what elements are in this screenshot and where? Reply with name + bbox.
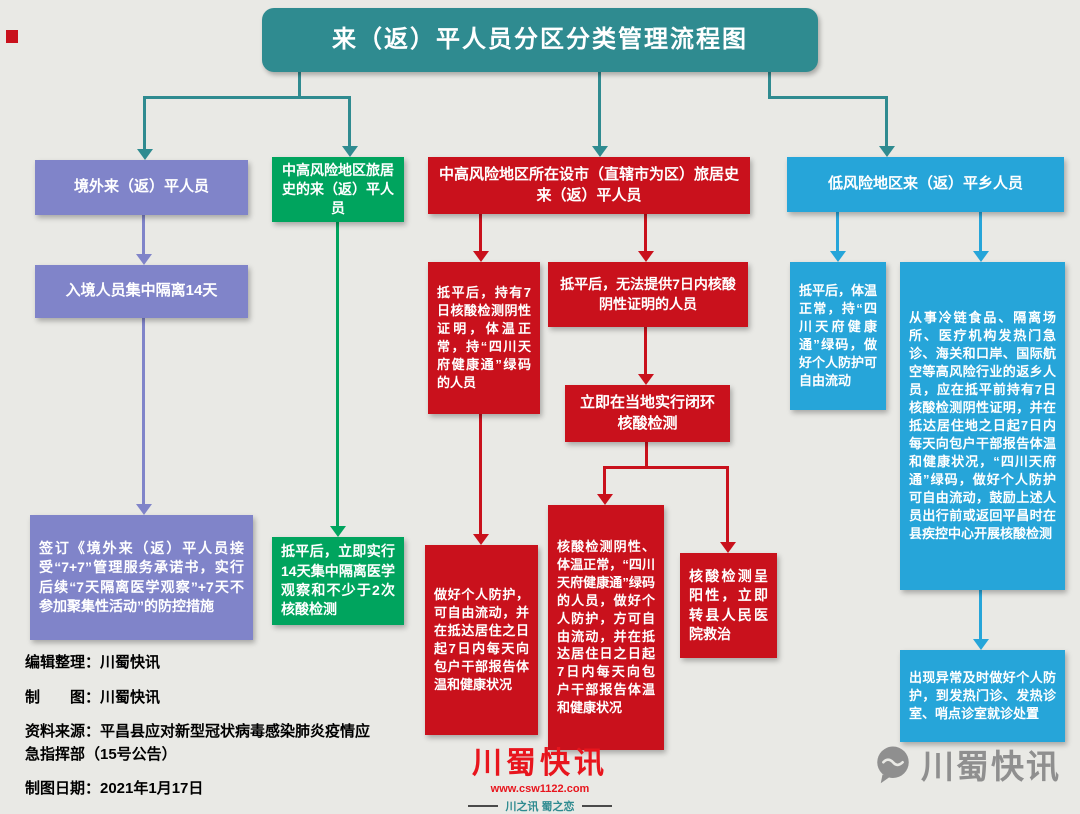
connector-overseas-2 (142, 318, 145, 505)
arrowhead-overseas-1 (136, 254, 152, 265)
arrowhead-low-left (830, 251, 846, 262)
node-closed-loop-test: 立即在当地实行闭环核酸检测 (565, 385, 730, 442)
watermark-text: 川蜀快讯 (921, 748, 1061, 785)
page-title: 来（返）平人员分区分类管理流程图 (262, 8, 818, 72)
arrowhead-city-right (638, 251, 654, 262)
tagline-divider-left (468, 805, 499, 807)
connector-to-city (598, 72, 601, 146)
node-midhigh-quarantine: 抵平后，立即实行14天集中隔离医学观察和不少于2次核酸检测 (272, 537, 404, 625)
arrowhead-loop-negative (597, 494, 613, 505)
credit-drawer: 制 图：川蜀快讯 (25, 688, 161, 706)
node-low-abnormal: 出现异常及时做好个人防护，到发热门诊、发热诊室、哨点诊室就诊处置 (900, 650, 1065, 742)
connector-to-overseas (143, 96, 146, 150)
arrowhead-city-left (473, 251, 489, 262)
connector-loop-positive (726, 466, 729, 543)
credits-block: 编辑整理：川蜀快讯 制 图：川蜀快讯 资料来源：平昌县应对新型冠状病毒感染肺炎疫… (25, 652, 380, 813)
connector-low-left (836, 212, 839, 252)
connector-title-hline-left (143, 96, 350, 99)
arrowhead-to-low (879, 146, 895, 157)
node-low-top: 低风险地区来（返）平乡人员 (787, 157, 1064, 212)
tagline-text: 川之讯 蜀之恋 (505, 801, 575, 813)
arrowhead-low-bottom (973, 639, 989, 650)
node-low-green-code: 抵平后，体温正常，持“四川天府健康通”绿码，做好个人防护可自由流动 (790, 262, 886, 410)
connector-low-right (979, 212, 982, 252)
credit-date: 制图日期：2021年1月17日 (25, 780, 204, 797)
arrowhead-loop-positive (720, 542, 736, 553)
publisher-name: 川蜀快讯 (472, 747, 608, 780)
node-midhigh-top: 中高风险地区旅居史的来（返）平人员 (272, 157, 404, 222)
node-test-positive: 核酸检测呈阳性，立即转县人民医院救治 (680, 553, 777, 658)
connector-city-right (644, 214, 647, 252)
node-city-without-proof: 抵平后，无法提供7日内核酸阴性证明的人员 (548, 262, 748, 327)
connector-low-bottom (979, 590, 982, 640)
connector-loop-negative (603, 466, 606, 495)
connector-midhigh-1 (336, 221, 339, 527)
connector-loop-stem (645, 442, 648, 466)
arrowhead-overseas-2 (136, 504, 152, 515)
arrowhead-to-city (592, 146, 608, 157)
watermark-block: 川蜀快讯 (872, 740, 1061, 788)
publisher-logo: 川蜀快讯 www.csw1122.com 川之讯 蜀之恋 (420, 738, 660, 814)
node-overseas-commitment: 签订《境外来（返）平人员接受“7+7”管理服务承诺书，实行后续“7天隔离医学观察… (30, 515, 253, 640)
connector-title-stem-right (768, 72, 771, 96)
publisher-url: www.csw1122.com (490, 783, 590, 795)
connector-city-left (479, 214, 482, 252)
publisher-tagline: 川之讯 蜀之恋 (420, 798, 660, 814)
arrowhead-to-overseas (137, 149, 153, 160)
arrowhead-city-left-2 (473, 534, 489, 545)
connector-city-right-2 (644, 327, 647, 375)
node-city-with-proof: 抵平后，持有7日核酸检测阴性证明，体温正常，持“四川天府健康通”绿码的人员 (428, 262, 540, 414)
connector-title-hline-right (768, 96, 888, 99)
node-low-high-risk-jobs: 从事冷链食品、隔离场所、医疗机构发热门急诊、海关和口岸、国际航空等高风险行业的返… (900, 262, 1065, 590)
connector-to-low (885, 96, 888, 146)
arrowhead-midhigh-1 (330, 526, 346, 537)
connector-city-left-2 (479, 414, 482, 535)
node-city-free-movement: 做好个人防护，可自由流动，并在抵达居住之日起7日内每天向包户干部报告体温和健康状… (425, 545, 538, 735)
node-overseas-quarantine: 入境人员集中隔离14天 (35, 265, 248, 318)
tagline-divider-right (581, 805, 612, 807)
connector-overseas-1 (142, 214, 145, 255)
arrowhead-low-right (973, 251, 989, 262)
connector-loop-hline (603, 466, 729, 469)
connector-title-stem-left (298, 72, 301, 96)
node-city-top: 中高风险地区所在设市（直辖市为区）旅居史来（返）平人员 (428, 157, 750, 214)
connector-to-midhigh (348, 96, 351, 147)
red-corner-mark (6, 30, 18, 43)
credit-source: 资料来源：平昌县应对新型冠状病毒感染肺炎疫情应急指挥部（15号公告） (25, 723, 371, 763)
chat-bubble-icon (872, 743, 914, 785)
credit-editor: 编辑整理：川蜀快讯 (25, 654, 161, 671)
node-overseas-top: 境外来（返）平人员 (35, 160, 248, 215)
arrowhead-city-right-2 (638, 374, 654, 385)
node-test-negative: 核酸检测阴性、体温正常，“四川天府健康通”绿码的人员，做好个人防护，方可自由流动… (548, 505, 664, 750)
arrowhead-to-midhigh (342, 146, 358, 157)
